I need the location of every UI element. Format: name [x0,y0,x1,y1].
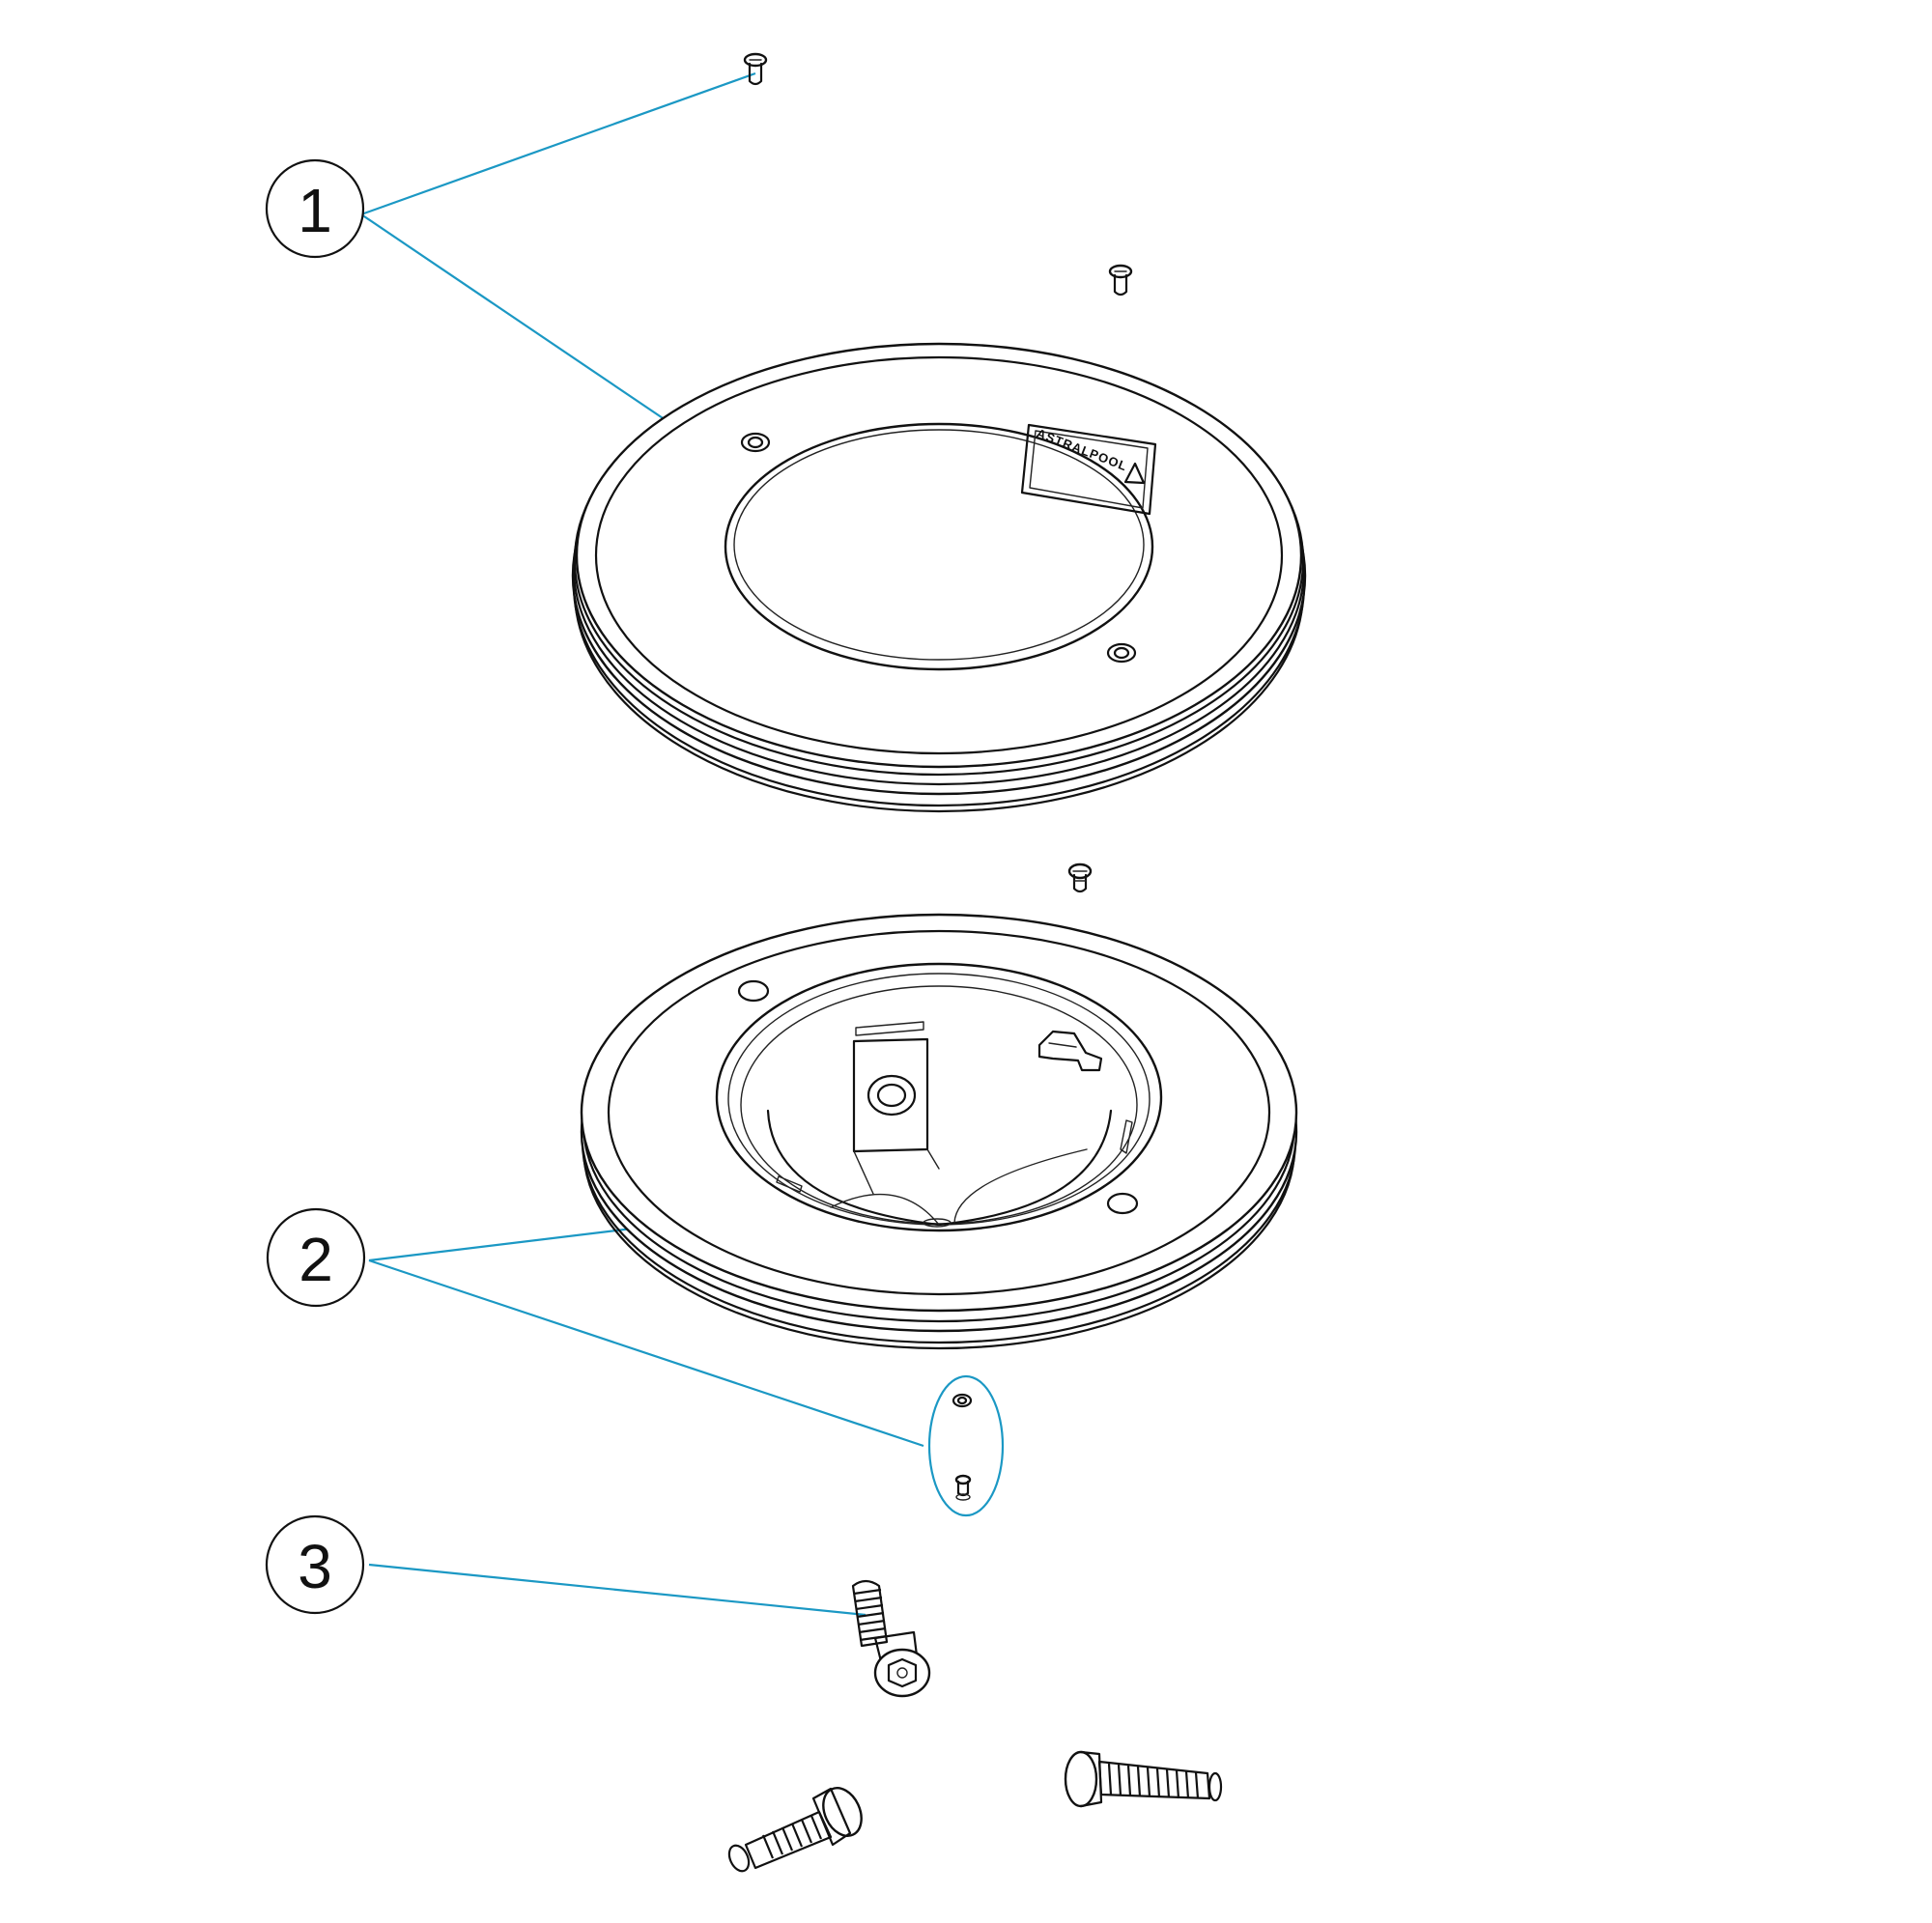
callout-bubble [265,1514,365,1615]
bolt-right [1064,1750,1223,1808]
callout-bubble [265,158,365,259]
leader-lines [360,71,924,1617]
cover-ring: ASTRALPOOL [571,342,1307,813]
cover-ring-hole-right [1106,642,1137,664]
flange-hole-right [1106,1192,1139,1215]
bolt-vertical [851,1579,931,1698]
callout-1: 1 [265,158,365,259]
leader-2-small-parts [368,1258,924,1448]
callout-number: 2 [298,1225,333,1294]
leader-1-top-screw [360,71,756,216]
cover-screw-top [743,52,768,86]
cover-ring-hole-left [740,432,771,453]
flange-screw-top [1067,863,1093,893]
leader-1-cover-ring [360,213,711,451]
callout-number: 3 [298,1532,332,1601]
callout-2: 2 [266,1207,366,1308]
brand-logo-icon [1123,462,1146,485]
leader-3-bolt [368,1563,867,1617]
small-parts-group [927,1374,1005,1517]
small-parts-outline [927,1374,1005,1517]
cover-screw-right [1108,264,1133,297]
small-screw [954,1474,972,1501]
callout-3: 3 [265,1514,365,1615]
flange-hole-left [737,979,770,1003]
callout-bubble [266,1207,366,1308]
mounting-flange [580,913,1298,1350]
bolt-left [727,1787,863,1873]
callout-number: 1 [298,176,332,245]
nut [952,1393,973,1408]
